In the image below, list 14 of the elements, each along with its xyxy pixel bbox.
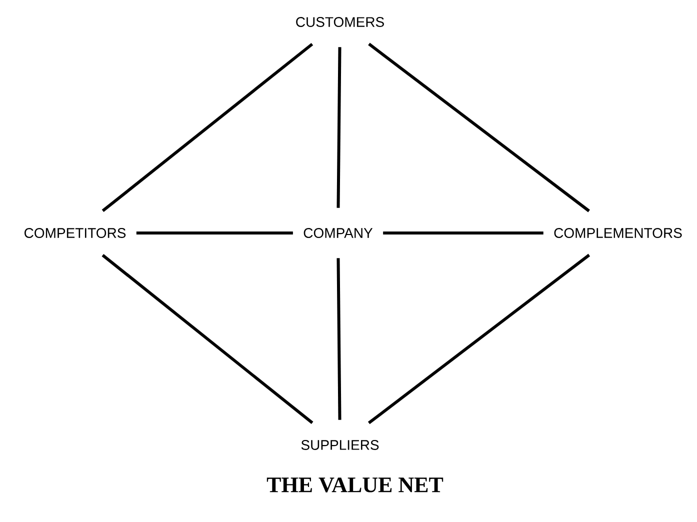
node-label: COMPLEMENTORS [554,228,682,238]
connector-line [368,254,590,424]
connector-line [336,258,342,420]
node-label: CUSTOMERS [296,17,384,27]
node-label: COMPANY [304,228,373,238]
connector-line [102,42,314,212]
connector-line [336,47,342,208]
node-label: SUPPLIERS [301,440,379,450]
title: THE VALUE NET [266,478,444,492]
connector-line [102,254,314,424]
connector-line [368,42,590,212]
connector-line [383,232,544,234]
connector-line [136,232,293,234]
node-label: COMPETITORS [24,228,126,238]
